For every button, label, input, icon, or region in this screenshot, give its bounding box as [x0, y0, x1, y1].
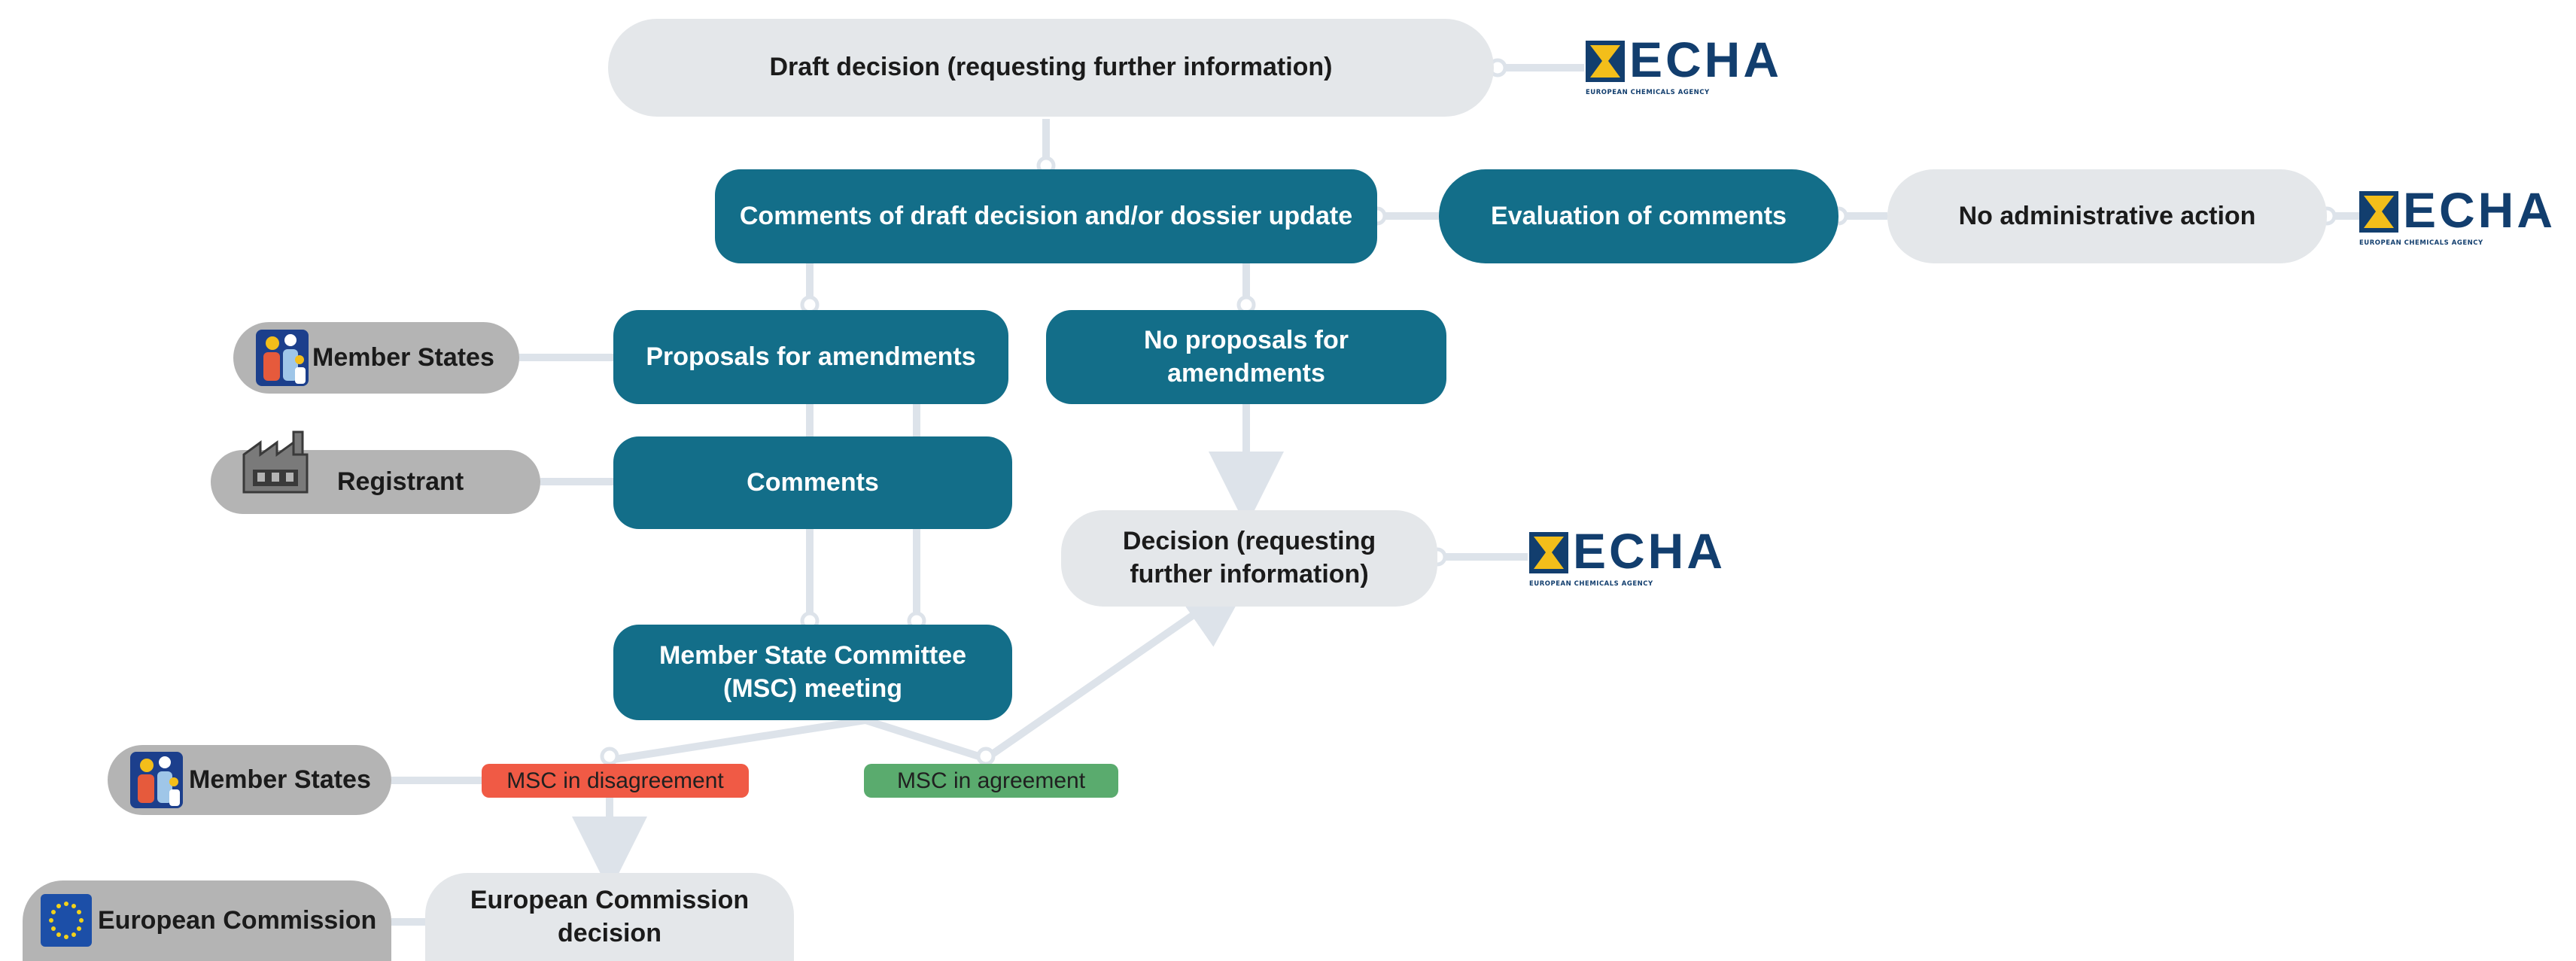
echa-subtitle: EUROPEAN CHEMICALS AGENCY	[1529, 580, 1653, 588]
echa-subtitle: EUROPEAN CHEMICALS AGENCY	[1586, 89, 1710, 96]
actor-european-commission: European Commission	[23, 880, 391, 961]
msc-agreement-tag: MSC in agreement	[864, 764, 1118, 798]
echa-logo-icon	[2359, 191, 2398, 233]
people-icon	[256, 330, 309, 386]
echa-logo-icon	[1529, 532, 1568, 573]
echa-wordmark: ECHA	[1573, 523, 1726, 579]
msc-disagreement-tag: MSC in disagreement	[482, 764, 749, 798]
draft-decision-node: Draft decision (requesting further infor…	[608, 19, 1494, 117]
msc-meeting-node: Member State Committee (MSC) meeting	[613, 625, 1012, 720]
no-admin-action-node: No administrative action	[1887, 169, 2327, 263]
actor-label: Member States	[189, 765, 371, 794]
echa-subtitle: EUROPEAN CHEMICALS AGENCY	[2359, 239, 2483, 247]
actor-member-states-bottom: Member States	[108, 745, 391, 815]
ec-decision-node: European Commission decision	[425, 873, 794, 961]
comments-draft-node: Comments of draft decision and/or dossie…	[715, 169, 1377, 263]
evaluation-node: Evaluation of comments	[1439, 169, 1838, 263]
proposals-node: Proposals for amendments	[613, 310, 1008, 404]
no-proposals-node: No proposals for amendments	[1046, 310, 1446, 404]
eu-flag-icon	[41, 894, 92, 947]
decision-node: Decision (requesting further information…	[1061, 510, 1437, 607]
echa-logo-middle: ECHA EUROPEAN CHEMICALS AGENCY	[1529, 526, 1732, 591]
echa-logo-right: ECHA EUROPEAN CHEMICALS AGENCY	[2359, 185, 2562, 250]
actor-registrant: Registrant	[211, 430, 540, 514]
factory-icon	[238, 426, 313, 497]
actor-label: Registrant	[337, 467, 464, 496]
actor-label: Member States	[312, 343, 494, 372]
echa-logo-top: ECHA EUROPEAN CHEMICALS AGENCY	[1586, 35, 1789, 99]
echa-logo-icon	[1586, 41, 1625, 82]
echa-wordmark: ECHA	[2403, 182, 2556, 238]
echa-wordmark: ECHA	[1629, 32, 1783, 87]
actor-label: European Commission	[98, 906, 377, 935]
comments-node: Comments	[613, 436, 1012, 529]
people-icon	[130, 752, 183, 808]
actor-member-states-top: Member States	[233, 322, 519, 394]
